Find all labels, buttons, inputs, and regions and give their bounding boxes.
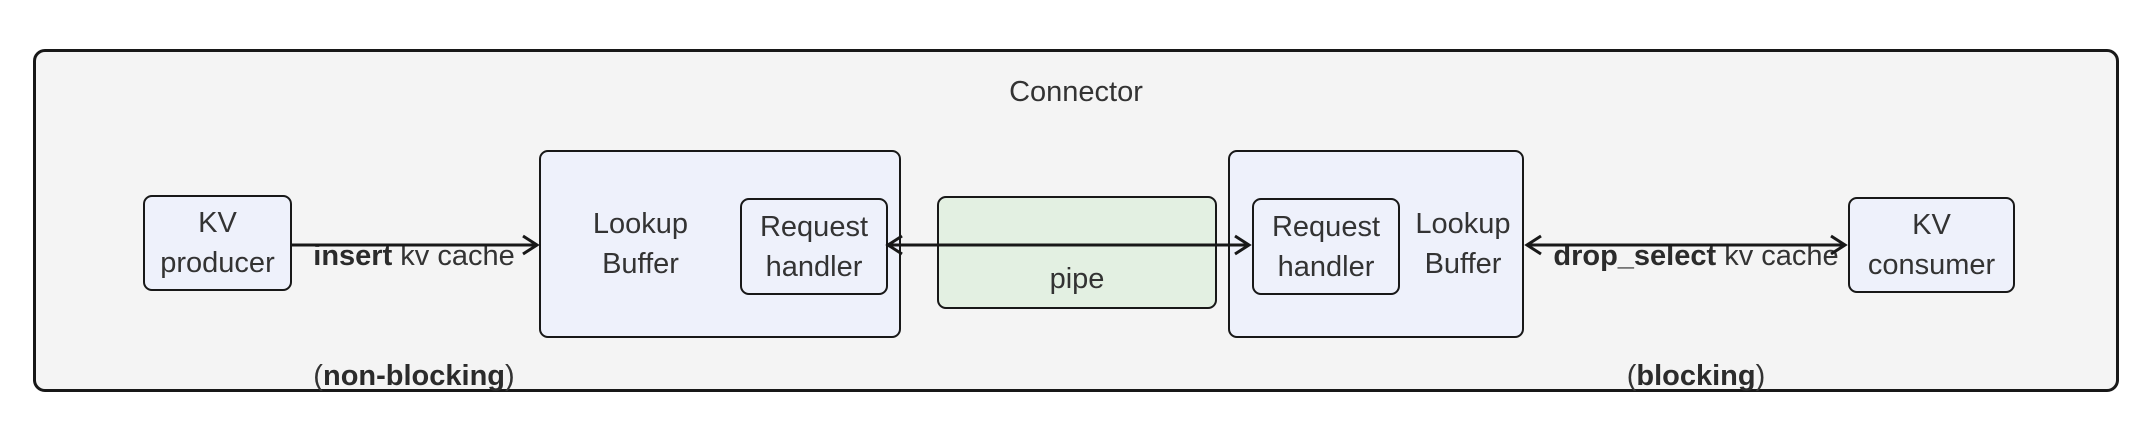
- node-lookup-buffer-left: Lookup Buffer Request handler: [539, 150, 901, 338]
- edge-label-insert: insert kv cache (non-blocking): [313, 156, 514, 438]
- lookup-buffer-left-label: Lookup Buffer: [541, 152, 740, 336]
- edge-label-drop-select: drop_select kv cache (blocking): [1553, 156, 1838, 438]
- edge-label-drop-select-suffix: kv cache: [1716, 240, 1839, 272]
- lookup-buffer-right-line1: Lookup: [1415, 208, 1511, 240]
- request-handler-right-line2: handler: [1277, 250, 1375, 283]
- connector-title: Connector: [1009, 76, 1143, 108]
- request-handler-left-line2: handler: [765, 250, 863, 283]
- node-kv-consumer: KV consumer: [1848, 197, 2015, 293]
- lookup-buffer-left-line2: Buffer: [602, 248, 679, 280]
- edge-label-insert-mode: non-blocking: [322, 360, 506, 392]
- request-handler-left-line1: Request: [759, 210, 868, 243]
- node-request-handler-right: Request handler: [1252, 198, 1400, 295]
- edge-label-insert-open-paren: (: [313, 360, 323, 392]
- pipe-label: pipe: [1049, 263, 1105, 295]
- lookup-buffer-right-line2: Buffer: [1424, 248, 1502, 280]
- edge-label-drop-select-verb: drop_select: [1553, 240, 1717, 272]
- edge-label-drop-select-line2: (blocking): [1553, 356, 1838, 396]
- edge-label-insert-line2: (non-blocking): [313, 356, 514, 396]
- kv-consumer-label-line1: KV: [1912, 209, 1951, 241]
- edge-label-drop-select-close-paren: ): [1755, 360, 1766, 392]
- edge-label-insert-line1: insert kv cache: [313, 236, 514, 276]
- node-lookup-buffer-right: Request handler Lookup Buffer: [1228, 150, 1524, 338]
- edge-label-drop-select-open-paren: (: [1626, 360, 1637, 392]
- kv-producer-label-line1: KV: [198, 207, 237, 239]
- lookup-buffer-right-label: Lookup Buffer: [1400, 152, 1526, 336]
- edge-label-insert-verb: insert: [313, 240, 393, 272]
- node-request-handler-left: Request handler: [740, 198, 888, 295]
- edge-label-insert-suffix: kv cache: [392, 240, 515, 272]
- kv-producer-label-line2: producer: [160, 247, 275, 279]
- lookup-buffer-left-line1: Lookup: [592, 208, 689, 240]
- edge-label-drop-select-line1: drop_select kv cache: [1553, 236, 1838, 276]
- edge-label-drop-select-mode: blocking: [1636, 360, 1756, 392]
- node-pipe: pipe: [937, 196, 1217, 309]
- node-kv-producer: KV producer: [143, 195, 292, 291]
- request-handler-right-line1: Request: [1271, 210, 1380, 243]
- edge-label-insert-close-paren: ): [505, 360, 515, 392]
- kv-consumer-label-line2: consumer: [1867, 249, 1996, 281]
